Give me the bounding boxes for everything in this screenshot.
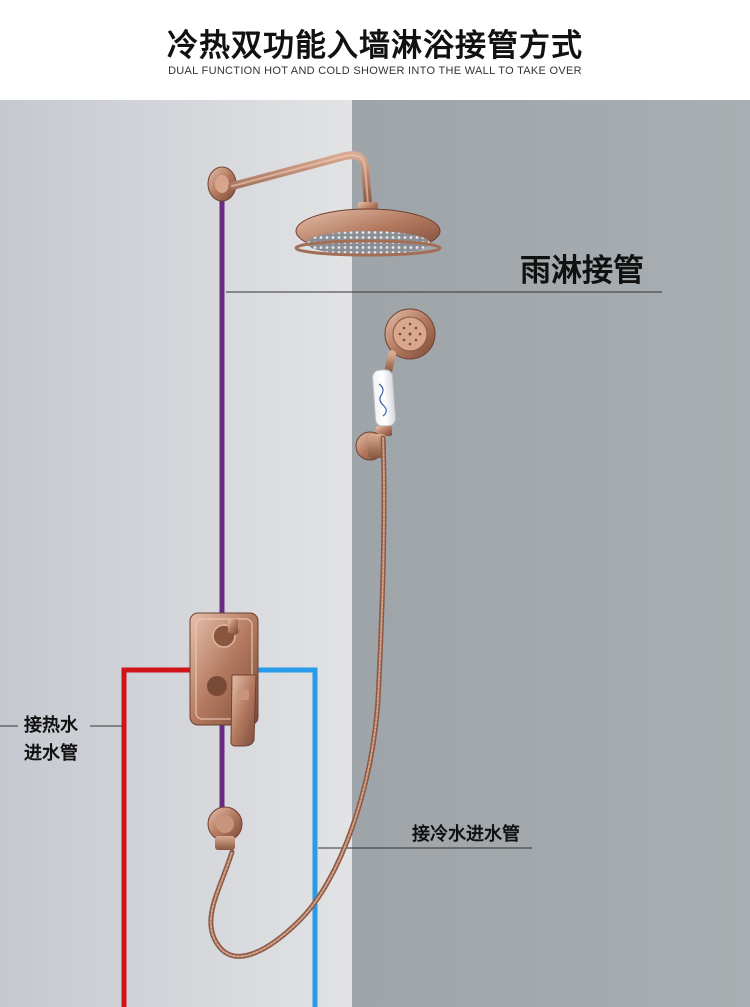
cold-water-label: 接冷水进水管 <box>412 824 520 845</box>
page-subtitle: DUAL FUNCTION HOT AND COLD SHOWER INTO T… <box>168 65 582 77</box>
hot-water-label-line1: 接热水 <box>24 715 78 736</box>
wall-left <box>0 100 352 1007</box>
cold-water-pipe <box>256 667 318 1007</box>
hot-water-label: 接热水 进水管 <box>24 712 78 768</box>
header: 冷热双功能入墙淋浴接管方式 DUAL FUNCTION HOT AND COLD… <box>0 0 750 100</box>
hot-water-pipe <box>121 667 195 1007</box>
diagram-canvas <box>0 100 750 1007</box>
rain-pipe-label: 雨淋接管 <box>520 253 644 289</box>
page-title: 冷热双功能入墙淋浴接管方式 <box>167 28 583 64</box>
hand-shower-icon <box>208 308 436 959</box>
hot-water-label-line2: 进水管 <box>24 743 78 764</box>
rain-shower-head-icon <box>207 151 442 257</box>
wall-right <box>352 100 750 1007</box>
mixer-valve-icon <box>189 612 259 747</box>
hose-outlet-icon <box>207 806 243 850</box>
installation-diagram: 雨淋接管 接热水 进水管 接冷水进水管 <box>0 100 750 1007</box>
